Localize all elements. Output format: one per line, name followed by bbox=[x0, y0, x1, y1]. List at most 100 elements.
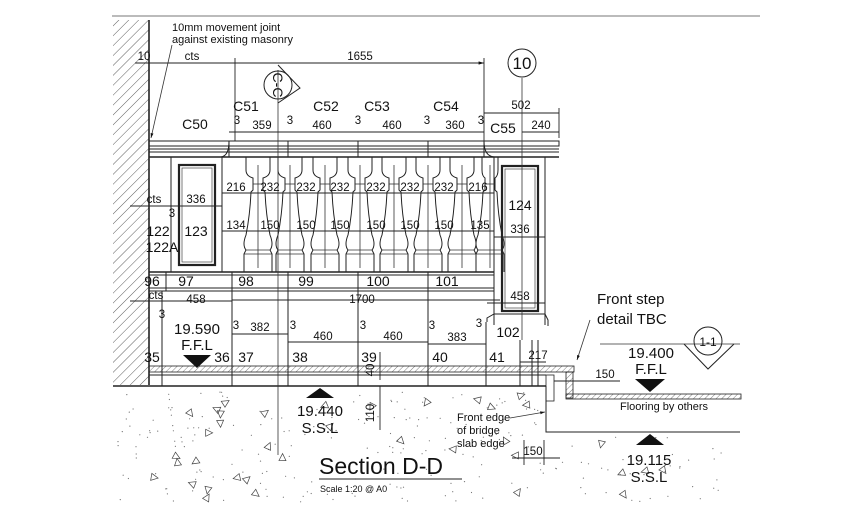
concrete-stipple bbox=[324, 428, 326, 430]
dim-slab-offset: 150 bbox=[523, 446, 542, 458]
concrete-stipple bbox=[389, 483, 391, 485]
aggregate-mark bbox=[320, 400, 330, 409]
concrete-stipple bbox=[444, 437, 446, 439]
aggregate-mark bbox=[216, 410, 225, 419]
concrete-stipple bbox=[540, 469, 542, 471]
concrete-stipple bbox=[222, 395, 224, 397]
concrete-stipple bbox=[198, 427, 200, 429]
concrete-stipple bbox=[486, 407, 488, 409]
concrete-stipple bbox=[193, 427, 195, 429]
dim-lower-segment: 460 bbox=[383, 331, 402, 343]
concrete-stipple bbox=[455, 500, 457, 502]
coping-tag: C55 bbox=[490, 120, 516, 136]
panel-tag: 122 bbox=[146, 223, 170, 239]
concrete-stipple bbox=[221, 391, 223, 393]
paving-tag: 36 bbox=[214, 349, 230, 365]
concrete-stipple bbox=[720, 452, 722, 454]
concrete-stipple bbox=[146, 436, 149, 438]
concrete-stipple bbox=[281, 417, 283, 419]
concrete-stipple bbox=[402, 486, 405, 488]
concrete-stipple bbox=[393, 417, 395, 419]
concrete-stipple bbox=[189, 418, 191, 420]
concrete-stipple bbox=[401, 391, 403, 393]
concrete-stipple bbox=[409, 417, 411, 419]
baluster-lower-dim: 150 bbox=[366, 220, 385, 232]
concrete-stipple bbox=[534, 408, 536, 410]
concrete-stipple bbox=[425, 450, 427, 452]
concrete-stipple bbox=[293, 477, 295, 479]
concrete-stipple bbox=[326, 493, 328, 495]
aggregate-mark bbox=[205, 428, 214, 437]
aggregate-mark bbox=[502, 436, 511, 446]
level-value: 19.400 bbox=[628, 345, 674, 362]
dim-segment: 360 bbox=[445, 120, 464, 132]
concrete-stipple bbox=[171, 407, 173, 409]
aggregate-mark bbox=[220, 400, 230, 408]
concrete-stipple bbox=[511, 482, 513, 484]
aggregate-mark bbox=[618, 489, 627, 499]
concrete-stipple bbox=[259, 460, 262, 462]
front-step-note-line1: Front step bbox=[597, 291, 665, 308]
concrete-stipple bbox=[526, 487, 529, 489]
concrete-stipple bbox=[582, 477, 585, 479]
existing-masonry-wall bbox=[113, 20, 150, 385]
concrete-stipple bbox=[274, 443, 276, 445]
baluster-upper-dim: 232 bbox=[330, 182, 349, 194]
dim-lower-left: 458 bbox=[186, 294, 205, 306]
concrete-stipple bbox=[170, 409, 172, 411]
concrete-stipple bbox=[117, 441, 119, 443]
paving-tag: 35 bbox=[144, 349, 160, 365]
baluster-lower-dim: 150 bbox=[400, 220, 419, 232]
coping-tag: C53 bbox=[364, 98, 390, 114]
concrete-stipple bbox=[353, 401, 355, 403]
coping-tag: C50 bbox=[182, 116, 208, 132]
aggregate-mark bbox=[250, 488, 260, 497]
concrete-stipple bbox=[316, 408, 318, 411]
concrete-stipple bbox=[423, 397, 425, 399]
concrete-stipple bbox=[401, 497, 403, 499]
plinth bbox=[149, 271, 494, 292]
movement-joint-note-line1: 10mm movement joint bbox=[172, 22, 280, 34]
concrete-stipple bbox=[444, 449, 446, 451]
ffl-triangle-icon bbox=[183, 355, 211, 368]
paving-tag: 38 bbox=[292, 349, 308, 365]
concrete-stipple bbox=[201, 416, 203, 418]
dim-right-overall: 502 bbox=[511, 100, 530, 112]
concrete-stipple bbox=[643, 474, 645, 476]
concrete-stipple bbox=[165, 488, 167, 490]
concrete-stipple bbox=[510, 435, 512, 437]
concrete-stipple bbox=[501, 402, 503, 404]
concrete-stipple bbox=[132, 408, 134, 410]
concrete-stipple bbox=[416, 425, 418, 427]
concrete-stipple bbox=[366, 447, 368, 449]
aggregate-mark bbox=[150, 472, 159, 481]
concrete-stipple bbox=[174, 445, 176, 447]
level-label: F.F.L bbox=[181, 337, 213, 354]
concrete-stipple bbox=[219, 391, 221, 393]
concrete-stipple bbox=[232, 424, 235, 426]
paving bbox=[148, 291, 742, 402]
concrete-stipple bbox=[385, 465, 387, 467]
concrete-stipple bbox=[358, 418, 360, 421]
concrete-stipple bbox=[181, 441, 183, 443]
aggregate-mark bbox=[187, 481, 197, 489]
dim-lower-gap: 3 bbox=[233, 320, 239, 332]
concrete-stipple bbox=[259, 482, 262, 484]
baluster-lower-dim: 150 bbox=[260, 220, 279, 232]
dim-lower-segment: 460 bbox=[313, 331, 332, 343]
concrete-stipple bbox=[639, 500, 641, 502]
concrete-stipple bbox=[359, 394, 361, 397]
section-marker-c-c-label: C-C bbox=[270, 73, 286, 98]
concrete-stipple bbox=[503, 418, 505, 420]
concrete-stipple bbox=[555, 467, 557, 469]
paving-tag: 41 bbox=[489, 349, 505, 365]
drawing-scale: Scale 1:20 @ A0 bbox=[320, 484, 387, 494]
concrete-stipple bbox=[671, 453, 674, 456]
concrete-stipple bbox=[655, 437, 657, 439]
balusters bbox=[243, 157, 505, 272]
concrete-stipple bbox=[629, 473, 631, 475]
concrete-stipple bbox=[450, 482, 452, 484]
concrete-stipple bbox=[561, 461, 564, 463]
step-tag: 102 bbox=[496, 324, 520, 340]
